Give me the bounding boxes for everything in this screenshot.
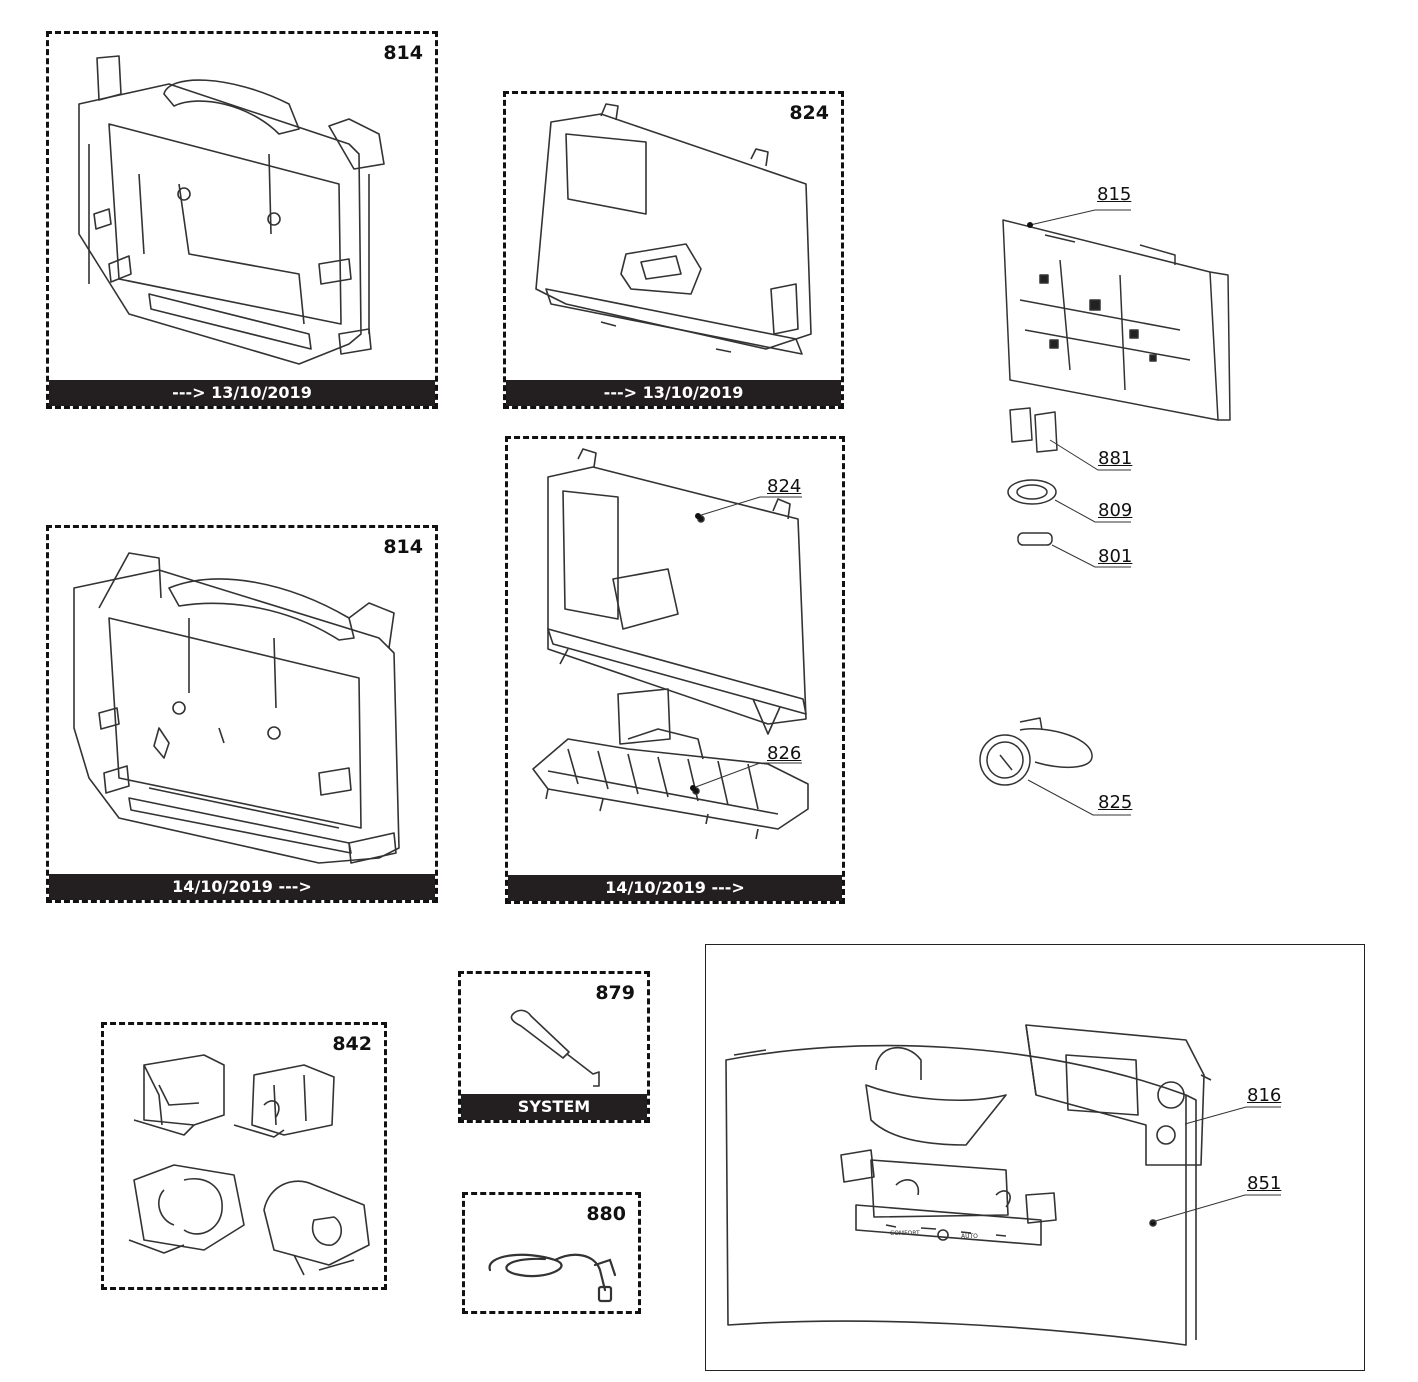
date-band: ---> 13/10/2019 — [506, 380, 841, 406]
comfort-button-label: COMFORT — [890, 1230, 920, 1237]
callout-809: 809 — [1098, 500, 1133, 521]
part-box-814-new: 814 14/10/2019 ---> — [46, 525, 438, 903]
part-number-label: 824 — [789, 102, 829, 124]
date-band: 14/10/2019 ---> — [49, 874, 435, 900]
part-box-842: 842 — [101, 1022, 387, 1290]
part-number-label: 814 — [383, 42, 423, 64]
callout-826: 826 — [767, 743, 802, 764]
part-number-label: 814 — [383, 536, 423, 558]
part-box-814-old: 814 ---> 13/10/2019 — [46, 31, 438, 409]
part-number-label: 879 — [595, 982, 635, 1004]
cable-880-drawing — [488, 1253, 617, 1303]
part-number-label: 880 — [586, 1203, 626, 1225]
callout-825: 825 — [1098, 792, 1133, 813]
clips-842-drawing — [128, 1054, 370, 1276]
front-panel-drawing: COMFORT AUTO — [725, 1024, 1212, 1346]
frame-814-new-drawing — [73, 552, 400, 864]
part-box-879: 879 SYSTEM — [458, 971, 650, 1123]
part-number-label: 842 — [332, 1033, 372, 1055]
tool-879-drawing — [510, 1009, 600, 1087]
callout-824: 824 — [767, 476, 802, 497]
part-box-880: 880 — [462, 1192, 641, 1314]
part-box-851-816: COMFORT AUTO — [705, 944, 1365, 1371]
callout-815: 815 — [1097, 184, 1132, 205]
date-band: 14/10/2019 ---> — [508, 875, 842, 901]
date-band: ---> 13/10/2019 — [49, 380, 435, 406]
part-box-824-old: 824 ---> 13/10/2019 — [503, 91, 844, 409]
auto-button-label: AUTO — [961, 1233, 978, 1240]
callout-851: 851 — [1247, 1173, 1282, 1194]
system-band: SYSTEM — [461, 1094, 647, 1120]
callout-816: 816 — [1247, 1085, 1282, 1106]
frame-814-drawing — [78, 55, 385, 365]
cover-824-826-new-drawing — [532, 448, 809, 840]
callout-881: 881 — [1098, 448, 1133, 469]
cover-824-old-drawing — [535, 103, 812, 355]
callout-801: 801 — [1098, 546, 1133, 567]
part-box-824-826-new: 14/10/2019 ---> — [505, 436, 845, 904]
